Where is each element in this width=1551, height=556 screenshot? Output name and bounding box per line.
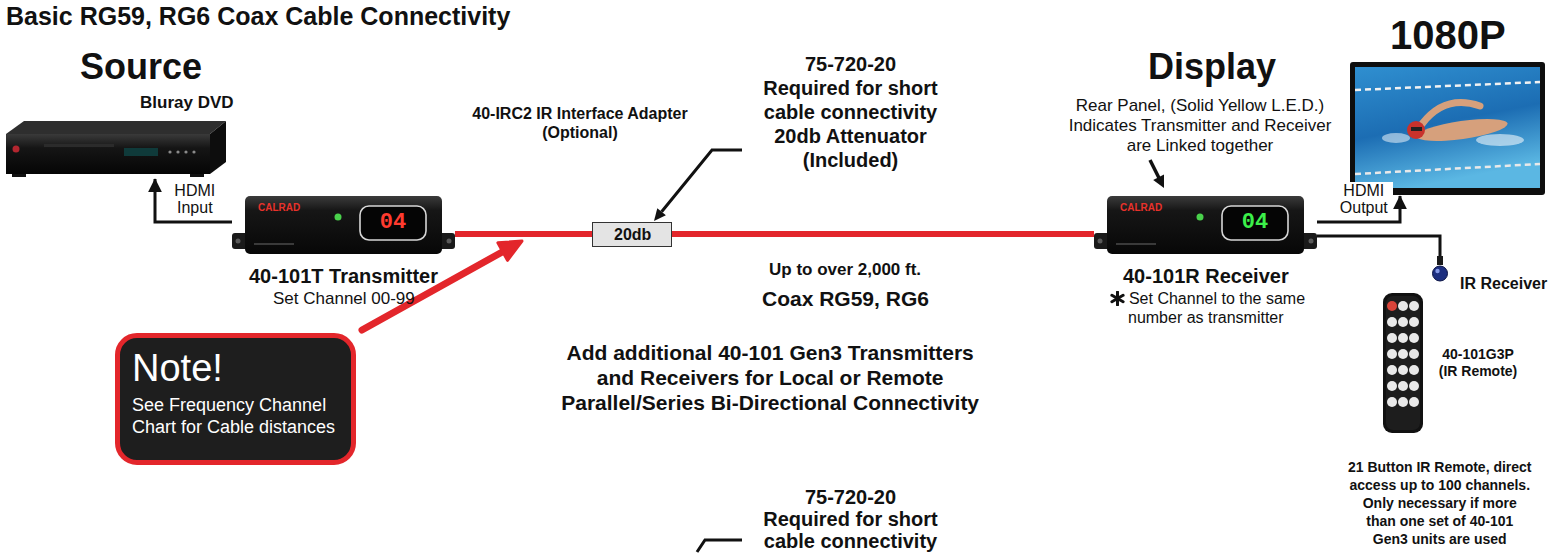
callout-label: 40-IRC2 IR Interface Adapter (Optional) (468, 104, 692, 142)
channel-display: 04 (360, 209, 426, 237)
note-text: Add additional 40-101 Gen3 Transmitters … (557, 340, 983, 415)
unit-name: 40-101T Transmitter (249, 265, 438, 288)
unit-caption: Set Channel to the same number as transm… (1105, 289, 1307, 327)
hdmi-cable (155, 179, 232, 222)
unit-name: 40-101R Receiver (1123, 265, 1289, 288)
channel-display: 04 (1222, 209, 1288, 237)
note-text: 21 Button IR Remote, direct access up to… (1347, 458, 1533, 548)
led-leader (1150, 160, 1164, 188)
receiver-unit: CALRAD0440-101R ReceiverSet Channel to t… (1094, 195, 1317, 255)
attenuator-label: 20db (614, 226, 651, 244)
transmitter-unit: CALRAD0440-101T TransmitterSet Channel 0… (232, 195, 455, 255)
bluray-player-illustration (4, 118, 228, 178)
tv-display-illustration (1350, 62, 1545, 195)
column-heading: Source (80, 46, 202, 88)
ir-receiver: IR Receiver (1432, 256, 1448, 282)
attenuator-leader (654, 150, 742, 221)
hdmi-cable (1317, 236, 1440, 256)
brand-logo: CALRAD (1120, 202, 1162, 214)
resolution-label: 1080P (1390, 12, 1506, 58)
part-label: 40-101G3P (IR Remote) (1436, 346, 1520, 380)
tv-display: 1080P (1350, 62, 1545, 195)
ir-receiver-illustration (1432, 256, 1448, 282)
device-heading: Bluray DVD (140, 93, 234, 113)
brand-logo: CALRAD (258, 202, 300, 214)
callout-label: Rear Panel, (Solid Yellow L.E.D.) Indica… (1064, 96, 1336, 156)
part-label: IR Receiver (1460, 274, 1547, 293)
asterisk-symbol (1110, 291, 1125, 306)
note-text: See Frequency Channel Chart for Cable di… (132, 394, 339, 438)
callout-label: 75-720-20 Required for short cable conne… (761, 486, 940, 552)
distance-label: Up to over 2,000 ft. (769, 260, 921, 280)
unit-caption: Set Channel 00-99 (273, 289, 415, 309)
attenuator-leader (697, 540, 742, 552)
attenuator-box: 20db (592, 222, 672, 247)
callout-label: 75-720-20 Required for short cable conne… (761, 52, 940, 172)
edge-label: HDMI Input (166, 182, 224, 216)
cable-label: Coax RG59, RG6 (762, 286, 929, 311)
column-heading: Display (1148, 46, 1276, 88)
coax-cable (672, 231, 1094, 237)
coax-cable (455, 231, 592, 237)
edge-label: HDMI Output (1335, 182, 1393, 216)
page-title: Basic RG59, RG6 Coax Cable Connectivity (6, 2, 510, 31)
note-heading: Note! (132, 346, 223, 390)
bluray-player: Bluray DVD (4, 118, 228, 178)
ir-remote (1383, 293, 1423, 433)
note-box: Note!See Frequency Channel Chart for Cab… (115, 333, 356, 465)
